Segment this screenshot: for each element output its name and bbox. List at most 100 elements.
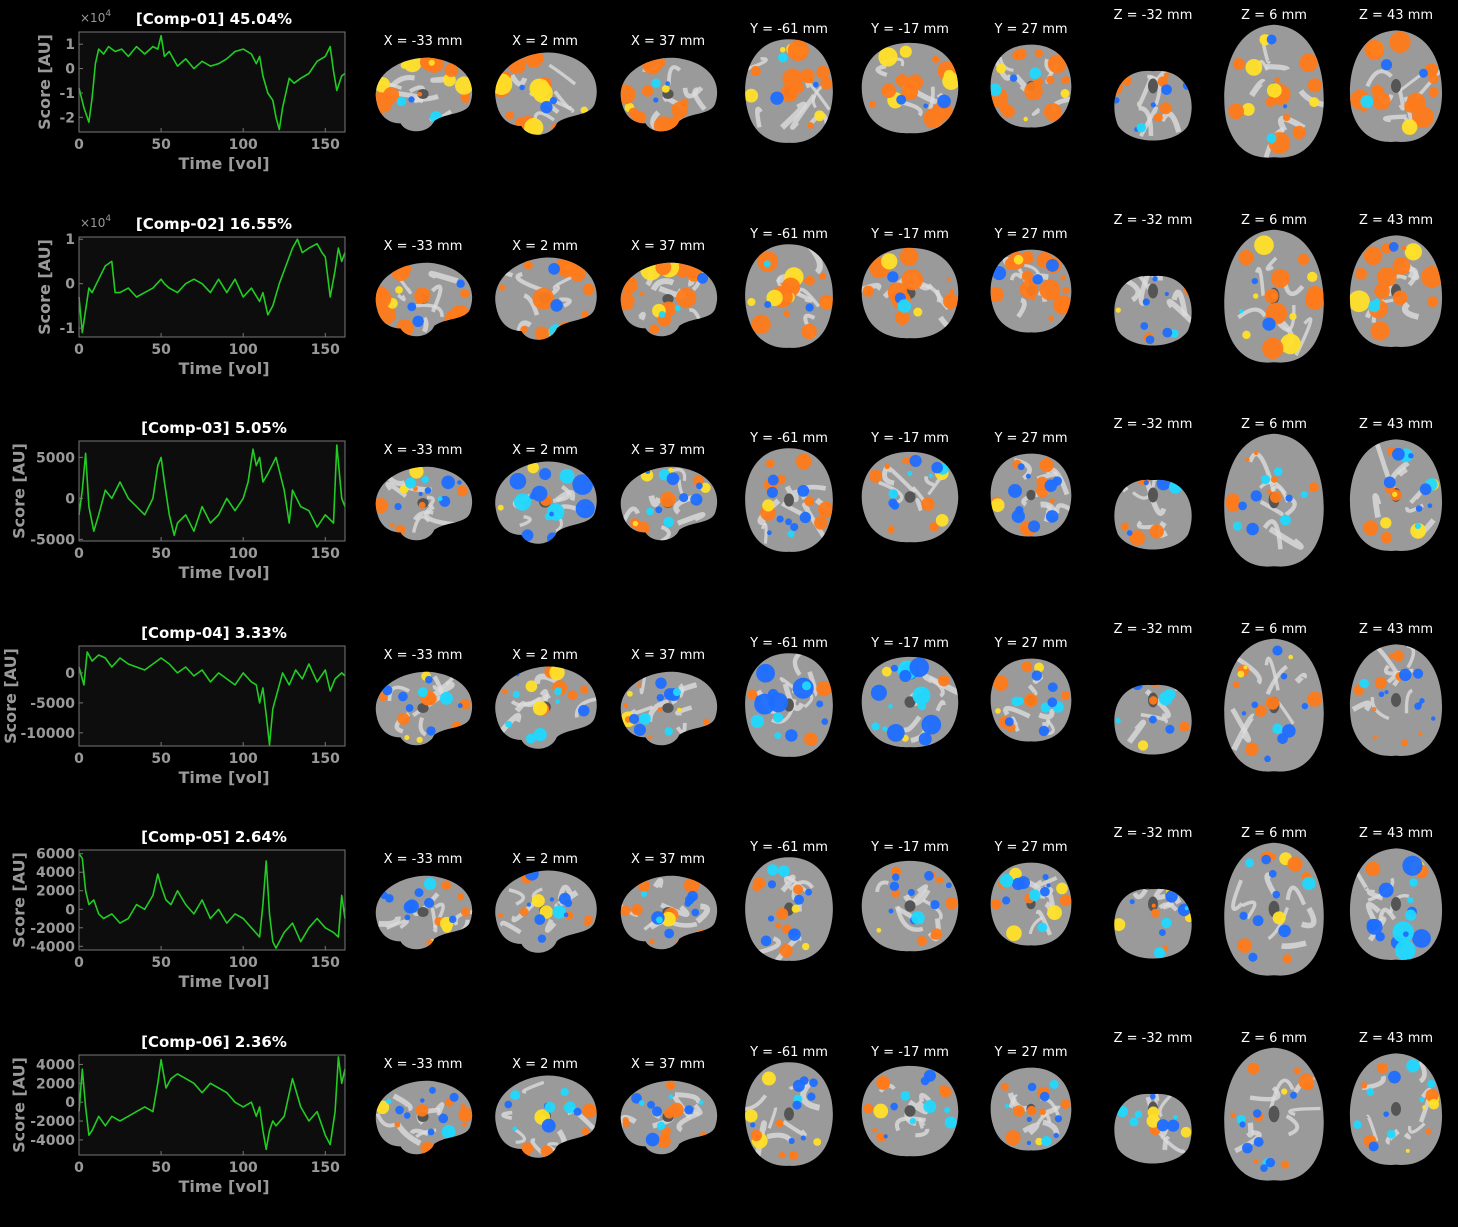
slice-coordinate-label: Y = -61 mm	[750, 431, 828, 446]
slice-coordinate-label: Z = -32 mm	[1113, 212, 1193, 228]
x-tick-label: 100	[229, 751, 258, 767]
axes-frame	[78, 645, 346, 746]
slice-coordinate-label: X = -33 mm	[383, 1056, 463, 1072]
slice-coordinate-label: X = -33 mm	[383, 647, 463, 663]
slice-coordinate-label: Y = -17 mm	[871, 635, 949, 651]
x-tick-label: 50	[151, 751, 171, 767]
x-tick-label: 150	[311, 546, 340, 562]
slice-coordinate-label: X = 2 mm	[512, 1056, 578, 1072]
brain-slice-sagittal	[375, 57, 473, 132]
brain-slice-coronal	[861, 247, 959, 338]
slice-coordinate-label: Z = 43 mm	[1358, 621, 1434, 637]
slice-coordinate-label: X = 37 mm	[630, 647, 706, 663]
x-tick-label: 50	[151, 137, 171, 153]
brain-slice-axial	[1114, 275, 1192, 346]
slice-coordinate-label: Y = 27 mm	[994, 840, 1068, 855]
slice-coordinate-label: Y = 27 mm	[994, 22, 1068, 37]
y-tick-label: 0	[65, 1095, 75, 1111]
score-trace	[78, 444, 346, 537]
brain-slice-coronal	[990, 44, 1072, 128]
plot-area	[79, 32, 345, 132]
brain-slice-axial	[1224, 638, 1324, 772]
slice-coordinate-label: X = -33 mm	[383, 238, 463, 254]
slice-coordinate-label: Y = 27 mm	[994, 431, 1068, 446]
y-axis-label: Score [AU]	[1, 648, 20, 744]
slice-coordinate-label: Y = 27 mm	[994, 226, 1068, 242]
slice-coordinate-label: Y = -61 mm	[750, 635, 828, 651]
slice-coordinate-label: Z = 6 mm	[1241, 621, 1307, 637]
y-tick-label: 4000	[36, 865, 75, 881]
y-tick-label: -2000	[30, 1114, 75, 1130]
brain-slice-coronal	[990, 453, 1072, 537]
brain-slice-coronal	[861, 1065, 959, 1156]
y-tick-label: -2000	[30, 921, 75, 937]
x-tick-label: 100	[229, 342, 258, 358]
slice-coordinate-label: Z = 43 mm	[1358, 212, 1434, 228]
axes-frame	[78, 1054, 346, 1155]
axes-frame	[78, 31, 346, 133]
brain-slice-coronal	[745, 39, 833, 143]
slice-coordinate-label: X = 37 mm	[630, 852, 706, 867]
axis-multiplier-exponent: 4	[105, 214, 111, 224]
brain-slice-axial	[1114, 888, 1192, 959]
x-tick-label: 0	[74, 1160, 84, 1176]
brain-slice-sagittal	[495, 1074, 597, 1158]
slice-coordinate-label: X = -33 mm	[383, 34, 463, 49]
brain-outline	[1114, 275, 1192, 346]
slice-coordinate-label: X = 2 mm	[512, 852, 578, 867]
brain-slice-sagittal	[495, 52, 597, 135]
x-tick-label: 150	[311, 137, 340, 153]
slice-coordinate-label: Z = 43 mm	[1358, 1030, 1434, 1046]
brain-slice-sagittal	[620, 671, 718, 745]
brain-slice-sagittal	[620, 466, 718, 541]
y-tick-label: 1	[65, 37, 75, 53]
brain-slice-sagittal	[375, 1080, 473, 1154]
slice-coordinate-label: Y = -61 mm	[750, 1044, 828, 1060]
slice-coordinate-label: Y = -61 mm	[750, 226, 828, 242]
x-tick-label: 0	[74, 546, 84, 562]
slice-coordinate-label: X = 2 mm	[512, 647, 578, 663]
brain-slice-axial	[1224, 842, 1324, 976]
slice-coordinate-label: Z = 43 mm	[1358, 8, 1434, 23]
brain-slice-axial	[1349, 234, 1443, 347]
brain-slice-coronal	[990, 249, 1072, 333]
brain-slice-axial	[1224, 24, 1324, 158]
axes-frame	[78, 236, 346, 337]
brain-slice-sagittal	[620, 875, 718, 950]
slice-coordinate-label: Z = -32 mm	[1113, 621, 1193, 637]
brain-slice-coronal	[990, 1067, 1072, 1151]
slice-coordinate-label: X = -33 mm	[383, 443, 463, 458]
brain-slice-axial	[1349, 643, 1443, 756]
brain-slice-coronal	[745, 1061, 833, 1166]
x-tick-label: 0	[74, 955, 84, 971]
y-tick-label: -4000	[30, 1132, 75, 1148]
x-tick-label: 150	[311, 342, 340, 358]
plot-area	[79, 441, 345, 541]
slice-coordinate-label: X = 2 mm	[512, 34, 578, 49]
brain-slice-coronal	[861, 656, 959, 747]
axis-multiplier: ×104	[80, 214, 111, 230]
score-trace	[78, 237, 346, 333]
slice-coordinate-label: X = 37 mm	[630, 1056, 706, 1072]
x-axis-label: Time [vol]	[178, 359, 269, 378]
slice-coordinate-label: X = 2 mm	[512, 443, 578, 458]
x-axis-label: Time [vol]	[178, 972, 269, 991]
y-tick-label: -2	[59, 110, 75, 126]
brain-slice-axial	[1114, 1093, 1192, 1164]
x-tick-label: 0	[74, 751, 84, 767]
x-axis-label: Time [vol]	[178, 154, 269, 173]
slice-coordinate-label: X = -33 mm	[383, 852, 463, 867]
axes-frame	[78, 849, 346, 951]
brain-slice-sagittal	[375, 671, 473, 745]
y-axis-label: Score [AU]	[10, 443, 29, 539]
score-trace	[78, 1055, 346, 1150]
brain-slice-sagittal	[620, 262, 718, 336]
slice-coordinate-label: Z = -32 mm	[1113, 826, 1193, 841]
plot-area	[79, 850, 345, 950]
slice-coordinate-label: Z = 6 mm	[1241, 826, 1307, 841]
y-axis-label: Score [AU]	[35, 239, 54, 335]
y-axis-label: Score [AU]	[10, 852, 29, 948]
slice-coordinate-label: Y = 27 mm	[994, 635, 1068, 651]
